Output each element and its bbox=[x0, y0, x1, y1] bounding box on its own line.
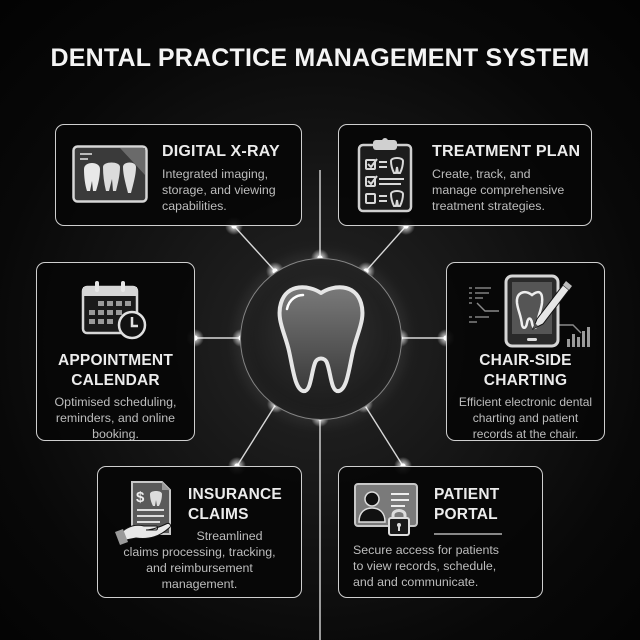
module-description-line: Integrated imaging, bbox=[162, 167, 269, 181]
module-title: PATIENT PORTAL bbox=[434, 485, 502, 525]
module-title-line: CALENDAR bbox=[71, 372, 160, 389]
module-description-line: charting and patient bbox=[472, 411, 579, 425]
module-title-line: PATIENT bbox=[434, 486, 500, 503]
module-description-line: and and communicate. bbox=[353, 575, 479, 589]
module-description-line: and reimbursement bbox=[146, 561, 253, 575]
module-card-appointment-calendar[interactable]: APPOINTMENT CALENDAR Optimised schedulin… bbox=[36, 262, 195, 441]
title-divider bbox=[434, 533, 502, 535]
module-description-line: reminders, and online bbox=[55, 411, 176, 425]
profile-lock-icon bbox=[353, 482, 423, 545]
clipboard-checklist-icon bbox=[357, 137, 413, 218]
module-description-line: records at the chair. bbox=[472, 427, 579, 441]
module-card-treatment-plan[interactable]: TREATMENT PLAN Create, track, and manage… bbox=[338, 124, 592, 226]
module-description-line: Streamlined bbox=[196, 529, 263, 543]
module-title: APPOINTMENT CALENDAR bbox=[37, 351, 194, 391]
module-description-line: Optimised scheduling, bbox=[54, 395, 177, 409]
module-description-line: booking. bbox=[92, 427, 139, 441]
module-title: INSURANCE CLAIMS bbox=[188, 485, 282, 525]
module-description-line: storage, and viewing bbox=[162, 183, 276, 197]
central-hub bbox=[240, 258, 402, 420]
tooth-icon bbox=[277, 285, 365, 393]
page-title: DENTAL PRACTICE MANAGEMENT SYSTEM bbox=[50, 44, 590, 72]
module-title-line: INSURANCE bbox=[188, 486, 282, 503]
module-description-line: Secure access for patients bbox=[353, 543, 500, 557]
tablet-pen-icon bbox=[463, 273, 593, 354]
invoice-hand-icon: $ bbox=[112, 480, 176, 551]
module-card-patient-portal[interactable]: PATIENT PORTAL Secure access for patient… bbox=[338, 466, 543, 598]
module-description-line: manage comprehensive bbox=[432, 183, 565, 197]
module-description-line: Efficient electronic dental bbox=[458, 395, 593, 409]
module-description-line: treatment strategies. bbox=[432, 199, 545, 213]
module-title-line: APPOINTMENT bbox=[57, 352, 173, 369]
module-description-line: to view records, schedule, bbox=[353, 559, 497, 573]
module-description-line: capabilities. bbox=[162, 199, 227, 213]
module-card-chair-side-charting[interactable]: CHAIR-SIDE CHARTING Efficient electronic… bbox=[446, 262, 605, 441]
module-title: DIGITAL X-RAY bbox=[162, 143, 280, 160]
svg-text:$: $ bbox=[136, 489, 145, 506]
module-title: CHAIR-SIDE CHARTING bbox=[447, 351, 604, 391]
module-description-line: management. bbox=[161, 577, 238, 591]
module-card-digital-xray[interactable]: DIGITAL X-RAY Integrated imaging, storag… bbox=[55, 124, 302, 226]
module-description-line: claims processing, tracking, bbox=[123, 545, 276, 559]
xray-icon bbox=[72, 145, 148, 208]
module-title: TREATMENT PLAN bbox=[432, 143, 581, 160]
module-title-line: CHARTING bbox=[483, 372, 568, 389]
module-card-insurance-claims[interactable]: $ INSURANCE CLAIMS Streamlined claims pr… bbox=[97, 466, 302, 598]
module-title-line: PORTAL bbox=[434, 506, 498, 523]
module-title-line: CLAIMS bbox=[188, 506, 249, 523]
calendar-clock-icon bbox=[81, 280, 151, 345]
module-title-line: CHAIR-SIDE bbox=[479, 352, 572, 369]
module-description-line: Create, track, and bbox=[432, 167, 531, 181]
